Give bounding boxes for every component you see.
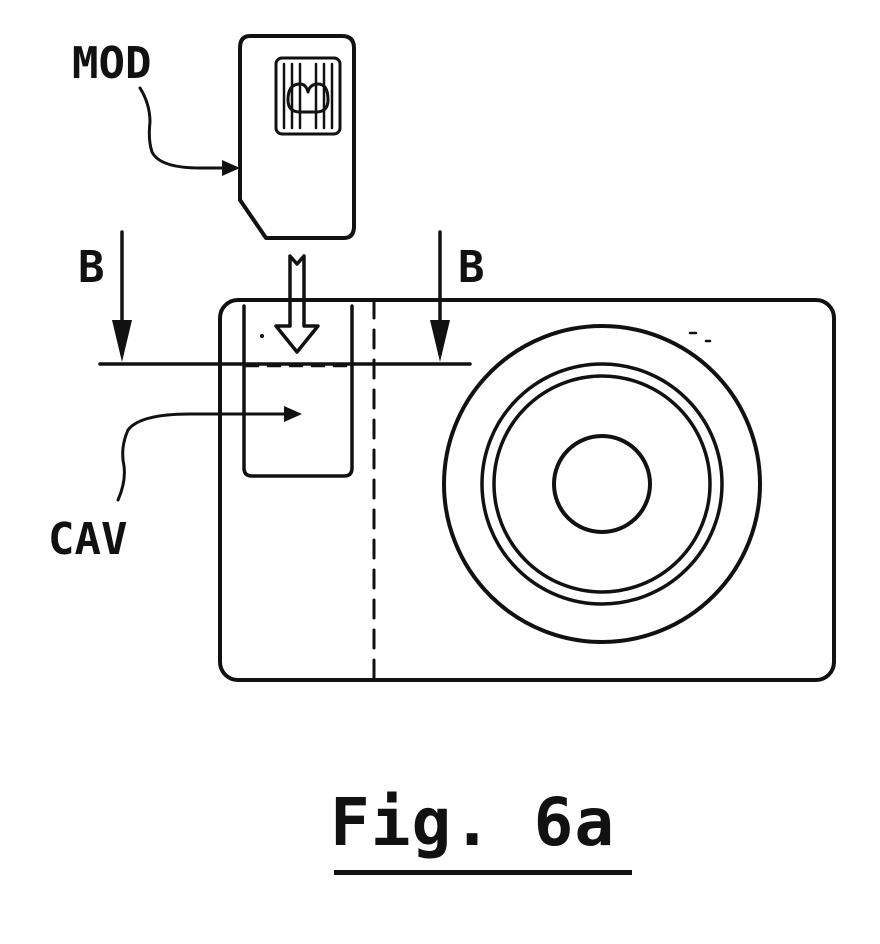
figure-caption: Fig. 6a <box>330 790 615 856</box>
module-label: MOD <box>72 38 151 89</box>
insertion-arrow <box>276 256 318 352</box>
lens <box>444 326 760 642</box>
module-leader-arrow <box>140 88 240 176</box>
cavity-label: CAV <box>48 514 127 565</box>
cavity <box>244 306 352 476</box>
module-card <box>240 36 354 238</box>
section-label-left: B <box>78 242 105 293</box>
chip-contacts <box>276 58 340 134</box>
section-label-right: B <box>458 242 485 293</box>
cavity-leader-arrow <box>118 406 302 500</box>
caption-underline <box>334 870 632 875</box>
